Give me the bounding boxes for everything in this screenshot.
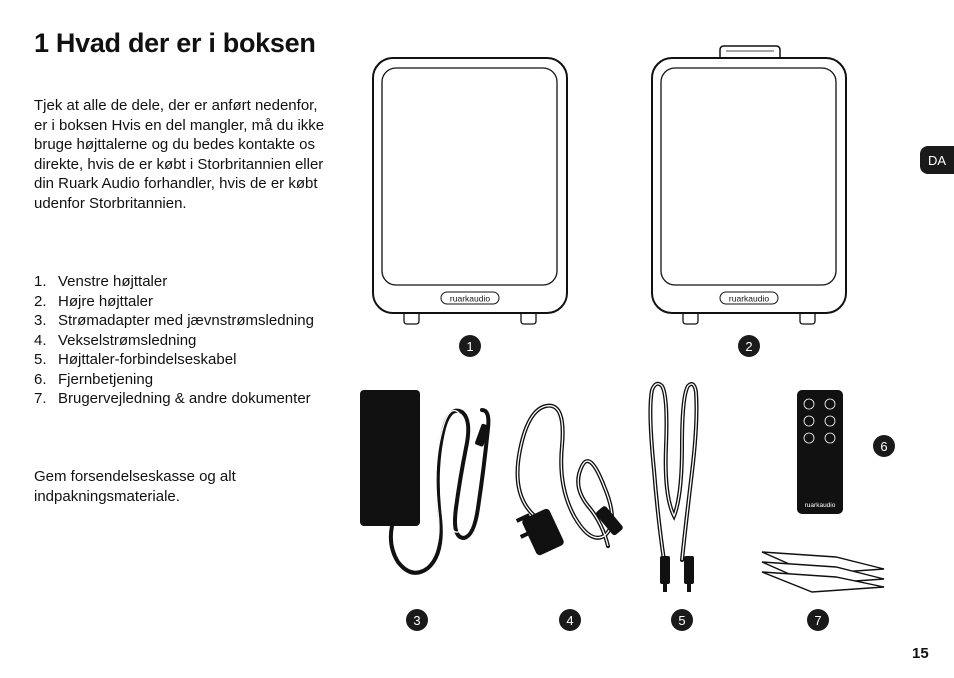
list-item: 6. Fjernbetjening [34,370,334,390]
list-item-number: 1. [34,273,47,290]
page-title: 1 Hvad der er i boksen [34,28,316,58]
item-badge-2: 2 [738,335,760,357]
list-item-number: 2. [34,292,47,310]
ac-cable-illustration [515,403,623,556]
item-badge-6: 6 [873,435,895,457]
list-item: 5. Højttaler-forbindelseskabel [34,350,334,370]
list-item-label: Fjernbetjening [58,370,154,388]
list-item-number: 5. [34,351,47,368]
page-number: 15 [912,645,929,662]
item-badge-3: 3 [406,609,428,631]
right-speaker-illustration: ruarkaudio [651,45,847,325]
speaker-logo-text: ruarkaudio [729,294,769,304]
contents-list: 1. Venstre højttaler 2. Højre højttaler 3.… [34,272,334,409]
speaker-logo-text: ruarkaudio [450,294,490,304]
item-badge-1: 1 [459,335,481,357]
remote-control-illustration: ruarkaudio [797,390,843,514]
list-item-number: 7. [34,390,47,407]
power-adapter-illustration [360,390,491,575]
list-item-label: Strømadapter med jævnstrømsledning [58,312,314,329]
item-badge-5: 5 [671,609,693,631]
packaging-note: Gem forsendelseskasse og alt indpaknings… [34,468,236,505]
language-tab: DA [920,146,954,174]
list-item-number: 4. [34,331,47,349]
list-item: 7. Brugervejledning & andre dokumenter [34,389,334,409]
list-item-label: Højttaler-forbindelseskabel [58,351,237,368]
list-item: 1. Venstre højttaler [34,272,334,292]
documents-illustration [761,551,885,593]
speaker-cable-illustration [648,381,699,592]
list-item: 2. Højre højttaler [34,292,334,312]
remote-logo-text: ruarkaudio [805,502,836,509]
list-item-number: 6. [34,370,47,388]
item-badge-7: 7 [807,609,829,631]
list-item: 4. Vekselstrømsledning [34,331,334,351]
left-speaker-illustration: ruarkaudio [372,57,568,325]
list-item-label: Venstre højttaler [58,273,168,290]
list-item-number: 3. [34,312,47,329]
list-item: 3. Strømadapter med jævnstrømsledning [34,311,334,331]
item-badge-4: 4 [559,609,581,631]
intro-paragraph: Tjek at alle de dele, der er anført nede… [34,97,325,212]
list-item-label: Vekselstrømsledning [58,331,197,349]
list-item-label: Brugervejledning & andre dokumenter [58,390,311,407]
list-item-label: Højre højttaler [58,292,154,310]
